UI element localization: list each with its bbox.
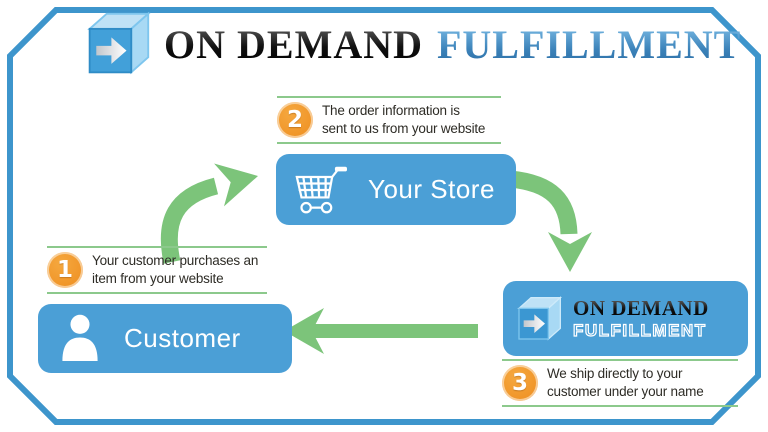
- arrow-store-to-fulfillment: [508, 170, 592, 272]
- step-1-badge: 1: [47, 252, 83, 288]
- fulfillment-node: ON DEMAND FULFILLMENT: [503, 281, 748, 356]
- step-1-text-line2: item from your website: [92, 271, 224, 286]
- cube-arrow-icon: [517, 295, 563, 340]
- chamfered-border: [7, 7, 761, 425]
- step-3-text: We ship directly to your customer under …: [547, 365, 704, 401]
- step-1-text: Your customer purchases an item from you…: [92, 252, 258, 288]
- divider-line: [47, 246, 267, 248]
- shopping-cart-icon: [295, 166, 347, 213]
- brand-title: ON DEMAND FULFILLMENT: [164, 21, 741, 68]
- brand-title-dark: ON DEMAND: [164, 21, 423, 67]
- customer-node: Customer: [38, 304, 292, 373]
- brand-title-blue: FULFILLMENT: [436, 21, 742, 67]
- step-1-annotation: 1 Your customer purchases an item from y…: [47, 246, 267, 294]
- header-logo: ON DEMAND FULFILLMENT: [84, 10, 741, 78]
- fulfillment-brand-outline: FULFILLMENT: [572, 321, 707, 341]
- your-store-label: Your Store: [368, 174, 495, 204]
- step-3-text-line2: customer under your name: [547, 384, 704, 399]
- step-2-badge: 2: [277, 102, 313, 138]
- step-2-text-line1: The order information is: [322, 103, 460, 119]
- fulfillment-brand-dark: ON DEMAND: [573, 296, 709, 321]
- step-3-annotation: 3 We ship directly to your customer unde…: [502, 359, 738, 407]
- divider-line: [502, 359, 738, 361]
- step-2-text: The order information is sent to us from…: [322, 102, 485, 138]
- customer-label: Customer: [124, 323, 241, 353]
- divider-line: [277, 142, 501, 144]
- fulfillment-logo-text: ON DEMAND FULFILLMENT: [572, 296, 709, 341]
- divider-line: [502, 405, 738, 407]
- step-1-text-line1: Your customer purchases an: [92, 253, 259, 269]
- arrow-fulfillment-to-customer: [284, 308, 478, 354]
- divider-line: [47, 292, 267, 294]
- step-2-annotation: 2 The order information is sent to us fr…: [277, 96, 501, 144]
- person-icon: [62, 314, 98, 361]
- step-3-text-line1: We ship directly to your: [547, 366, 683, 382]
- your-store-node: Your Store: [276, 154, 516, 225]
- arrow-customer-to-store: [160, 163, 258, 264]
- step-3-badge: 3: [502, 365, 538, 401]
- divider-line: [277, 96, 501, 98]
- step-2-text-line2: sent to us from your website: [322, 121, 486, 136]
- cube-arrow-icon: [87, 11, 151, 75]
